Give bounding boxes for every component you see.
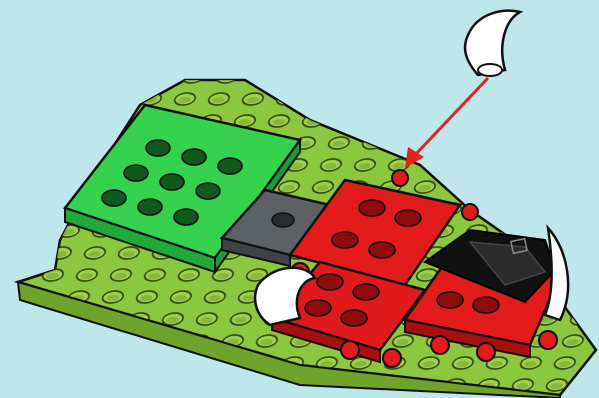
white-horn-piece-incoming: [465, 11, 520, 76]
red-instruction-arrow: [405, 78, 488, 168]
